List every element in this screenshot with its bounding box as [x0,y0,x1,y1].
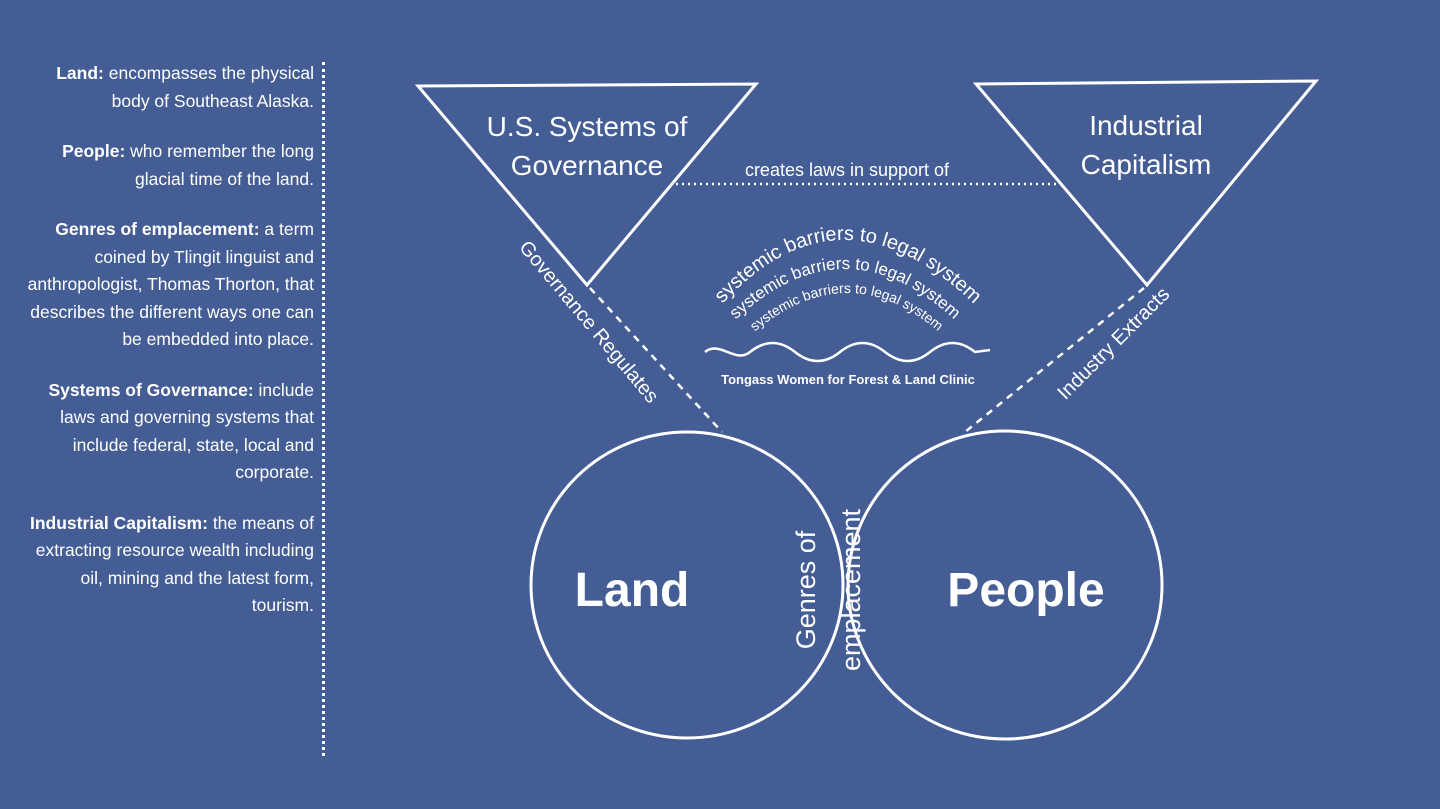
legend-term: Land: [56,63,104,83]
regulates-line [589,287,723,433]
legend-definition: the means of extracting resource wealth … [35,512,314,616]
legend-definition: include laws and governing systems that … [60,379,314,483]
genres-label-line2: emplacement [836,508,866,671]
legend-term: People: [62,141,126,161]
legend-entry-land: Land: encompasses the physical body of S… [18,60,314,115]
industry-extracts-label: Industry Extracts [1053,283,1174,404]
governance-title-line1: U.S. Systems of [487,111,688,142]
governance-title-line2: Governance [511,150,664,181]
governance-regulates-label: Governance Regulates [514,237,662,408]
creates-laws-label: creates laws in support of [745,160,950,180]
extracts-line [964,287,1145,433]
legend-definition: who remember the long glacial time of th… [125,141,314,189]
wave-icon [704,341,991,363]
legend-definition: encompasses the physical body of Southea… [103,63,314,111]
legend-entry-governance: Systems of Governance: include laws and … [18,377,314,487]
legend-entry-genres: Genres of emplacement: a term coined by … [18,216,314,354]
legend-definition: a term coined by Tlingit linguist and an… [27,219,314,349]
genres-label-line1: Genres of [791,530,821,649]
capitalism-title-line2: Capitalism [1081,149,1212,180]
legend-term: Systems of Governance: [48,379,254,400]
dotted-divider [322,62,325,756]
legend-entry-people: People: who remember the long glacial ti… [18,138,314,193]
land-label: Land [575,564,690,617]
land-circle [529,430,845,740]
legend-term: Industrial Capitalism: [30,512,208,533]
definitions-legend: Land: encompasses the physical body of S… [18,60,314,643]
people-label: People [947,564,1104,617]
clinic-label: Tongass Women for Forest & Land Clinic [721,372,975,387]
governance-triangle [414,82,760,288]
capitalism-title-line1: Industrial [1089,110,1203,141]
people-circle [846,429,1164,741]
legend-term: Genres of emplacement: [55,219,260,239]
legend-entry-capitalism: Industrial Capitalism: the means of extr… [18,510,314,620]
capitalism-triangle [972,79,1320,288]
